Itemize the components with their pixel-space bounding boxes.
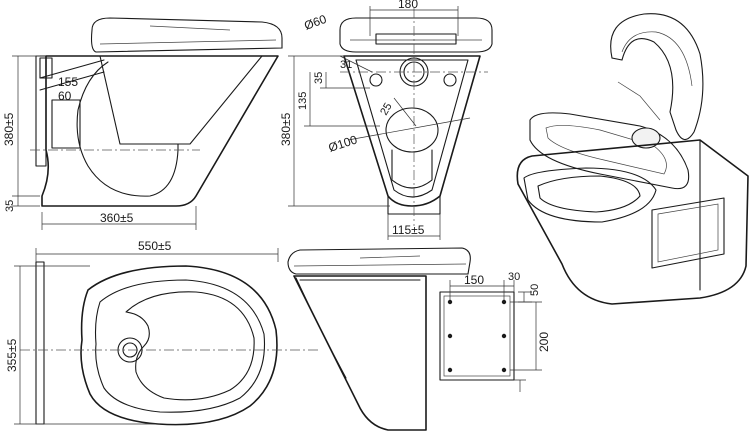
side-profile-view	[287, 247, 471, 431]
dim-side-base: 35	[4, 200, 16, 212]
dim-plate-50: 50	[529, 284, 541, 296]
dim-plate-30: 30	[508, 271, 520, 283]
dim-side-outlet-small: 60	[58, 89, 72, 103]
dim-front-25: 25	[378, 101, 395, 118]
plate-hole	[501, 367, 507, 373]
mounting-plate-view: 150 30 50 200	[439, 271, 551, 392]
dim-front-35: 35	[313, 72, 325, 84]
dim-front-top-dia: Ø60	[302, 12, 328, 33]
dim-side-outlet: 155	[58, 75, 78, 89]
dim-side-width: 360±5	[100, 211, 134, 225]
dim-plate-200: 200	[537, 332, 551, 352]
side-view: 380±5 35 360±5 155 60	[2, 17, 283, 230]
dim-top-length: 550±5	[138, 239, 172, 253]
plate-hole	[447, 367, 453, 373]
dim-top-width: 355±5	[5, 338, 19, 372]
plate-hole	[447, 299, 453, 305]
plate-hole	[447, 333, 453, 339]
dim-front-bottom: 115±5	[392, 223, 425, 237]
front-view: 180 Ø60 380±5 135 35 31 25 Ø100 115±5	[279, 0, 493, 240]
dim-front-135: 135	[297, 92, 309, 110]
dim-front-top-width: 180	[398, 0, 418, 11]
plate-hole	[501, 333, 507, 339]
dim-front-height: 380±5	[279, 112, 293, 146]
plate-hole	[501, 299, 507, 305]
dim-front-31: 31	[340, 59, 352, 71]
plan-view: 550±5 355±5	[5, 239, 320, 426]
perspective-view	[516, 13, 749, 305]
dim-plate-150: 150	[464, 273, 484, 287]
dim-side-height: 380±5	[2, 112, 16, 146]
dim-front-dia100: Ø100	[327, 132, 360, 154]
